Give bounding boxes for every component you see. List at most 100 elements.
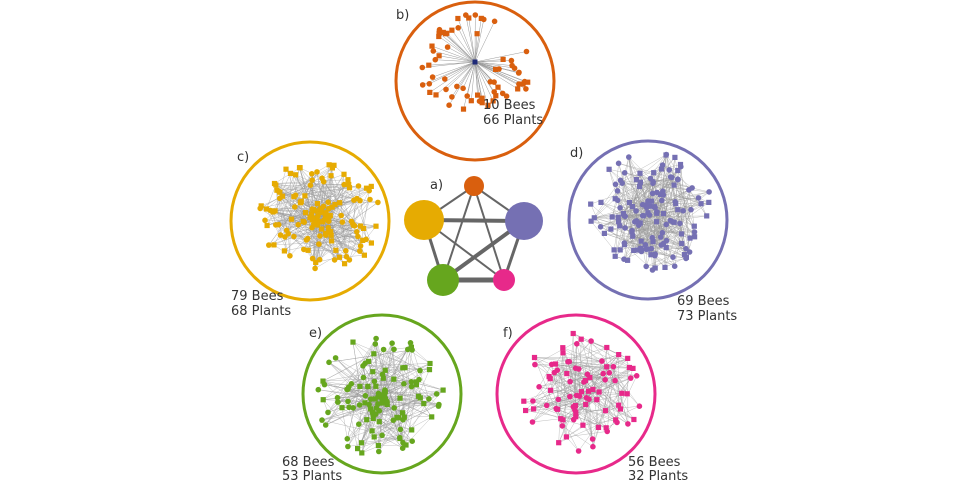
bee-node — [350, 222, 357, 229]
interaction-link — [457, 18, 476, 63]
interaction-link — [613, 366, 628, 394]
bee-node — [316, 256, 323, 263]
plant-node — [296, 165, 303, 171]
bee-node — [574, 341, 580, 347]
interaction-link — [581, 339, 607, 348]
plant-node — [624, 391, 630, 397]
bee-node — [695, 195, 702, 201]
interaction-link — [268, 240, 363, 246]
interaction-link — [632, 236, 664, 244]
bee-node — [419, 64, 426, 71]
interaction-link — [404, 397, 421, 418]
plant-node — [606, 166, 612, 172]
plant-node — [646, 203, 652, 209]
plant-node — [376, 419, 382, 425]
plant-node — [638, 238, 644, 244]
plant-node — [658, 166, 665, 172]
bee-node — [572, 365, 579, 372]
interaction-link — [347, 438, 400, 447]
interaction-link — [532, 378, 551, 402]
bee-node — [408, 383, 415, 390]
interaction-link — [590, 180, 621, 222]
plant-node — [652, 265, 658, 271]
bee-node — [390, 417, 397, 424]
plant-node — [521, 398, 527, 404]
plant-node — [308, 211, 314, 217]
bee-node — [463, 12, 469, 18]
interaction-link — [548, 376, 608, 432]
plant-node — [455, 15, 461, 22]
plant-node — [346, 181, 352, 188]
bee-node — [612, 181, 619, 188]
interaction-link — [322, 378, 384, 382]
interaction-link — [538, 364, 552, 387]
plant-node — [362, 400, 368, 406]
interaction-link — [575, 405, 618, 423]
interaction-link — [314, 198, 358, 269]
plant-node — [625, 355, 631, 361]
interaction-link — [662, 157, 676, 233]
interaction-link — [266, 184, 276, 210]
bee-node — [572, 407, 578, 414]
interaction-link — [327, 347, 412, 413]
bee-node — [650, 179, 656, 185]
interaction-link — [348, 349, 384, 408]
bee-node — [446, 102, 452, 108]
interaction-link — [383, 347, 412, 379]
bee-node — [669, 174, 675, 181]
interaction-link — [566, 431, 608, 438]
plant-node — [531, 354, 538, 361]
plant-node — [485, 102, 491, 108]
bee-node — [287, 253, 293, 259]
bee-node — [360, 363, 366, 369]
interaction-link — [446, 33, 476, 63]
panel-f-links — [523, 333, 640, 452]
panel-d-plant-count: 73 Plants — [677, 309, 737, 324]
interaction-link — [295, 174, 329, 203]
interaction-link — [588, 391, 616, 421]
bee-node — [401, 381, 407, 387]
plant-node — [361, 252, 367, 258]
bee-node — [491, 79, 497, 85]
bee-node — [417, 367, 423, 374]
plant-node — [384, 401, 390, 408]
plant-node — [409, 427, 415, 433]
panel-c-plant-count: 68 Plants — [231, 304, 291, 319]
plant-node — [466, 15, 472, 21]
plant-node — [616, 352, 622, 358]
plant-node — [323, 212, 329, 218]
plant-node — [583, 401, 589, 408]
interaction-link — [523, 401, 574, 420]
plant-node — [288, 216, 295, 222]
bee-node — [376, 408, 383, 414]
plant-node — [654, 219, 660, 225]
interaction-link — [325, 377, 364, 426]
plant-node — [601, 230, 607, 236]
interaction-link — [328, 164, 365, 256]
interaction-link — [532, 381, 571, 423]
bee-node — [639, 212, 646, 219]
plant-node — [371, 434, 377, 440]
bee-node — [357, 243, 364, 249]
bee-node — [343, 253, 350, 260]
plant-node — [648, 252, 654, 258]
plant-node — [302, 193, 308, 199]
plant-node — [313, 259, 319, 265]
bee-node — [399, 445, 406, 452]
plant-node — [355, 446, 361, 452]
bee-node — [567, 378, 573, 385]
plant-node — [328, 173, 334, 179]
panel-f-bee-count: 56 Bees — [628, 455, 681, 470]
plant-node — [436, 33, 442, 40]
plant-node — [346, 185, 353, 191]
plant-node — [588, 201, 594, 207]
interaction-link — [451, 30, 476, 63]
bee-node — [408, 379, 415, 385]
plant-node — [479, 100, 485, 106]
bee-node — [367, 396, 374, 402]
bee-node — [367, 196, 373, 203]
bee-node — [315, 386, 322, 393]
bee-node — [706, 189, 712, 195]
panel-d-bee-count: 69 Bees — [677, 294, 730, 309]
interaction-link — [290, 173, 320, 245]
